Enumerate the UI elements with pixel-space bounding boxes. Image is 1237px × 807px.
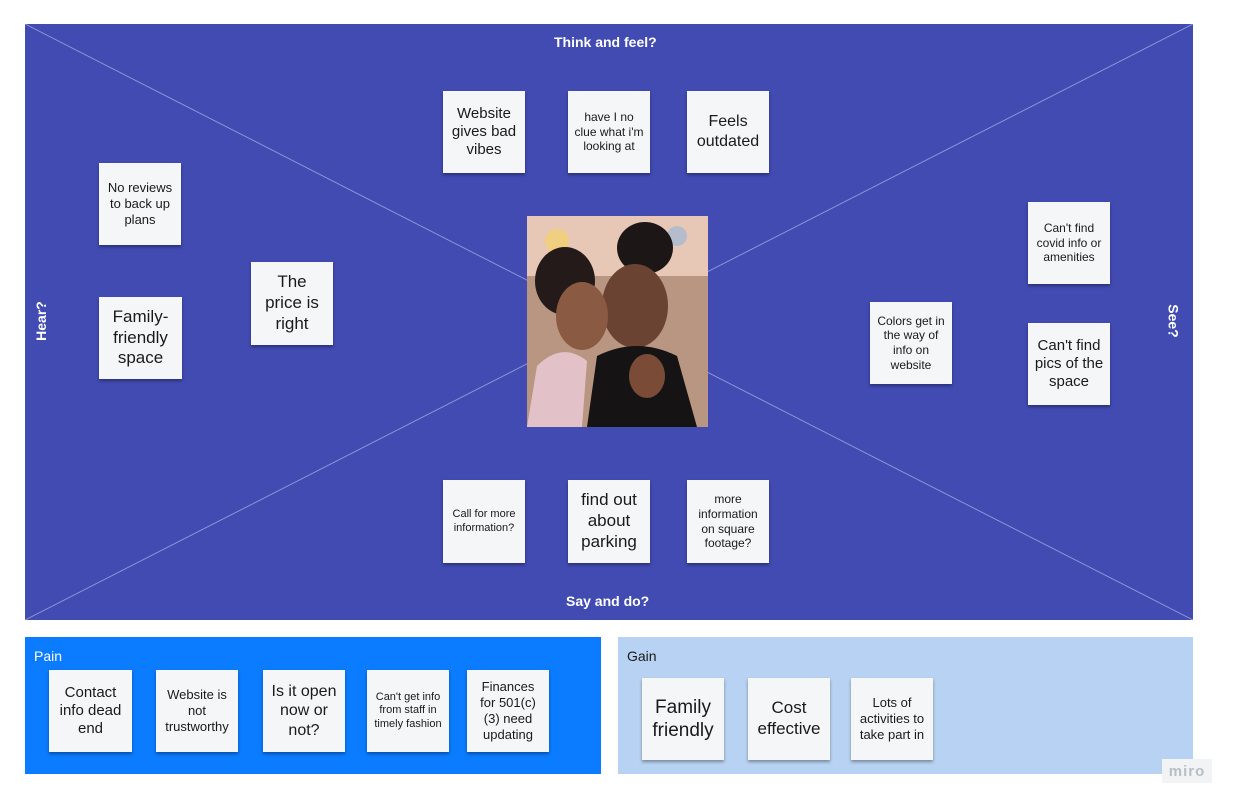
heading-see: See? (1165, 304, 1182, 338)
persona-photo-illustration (527, 216, 708, 427)
sticky-note[interactable]: Website is not trustworthy (156, 670, 238, 752)
sticky-note[interactable]: Is it open now or not? (263, 670, 345, 752)
persona-photo (527, 216, 708, 427)
sticky-note[interactable]: Can't find pics of the space (1028, 323, 1110, 405)
sticky-note[interactable]: No reviews to back up plans (99, 163, 181, 245)
sticky-note[interactable]: Family-friendly space (99, 297, 182, 379)
heading-hear: Hear? (32, 301, 49, 341)
gain-label: Gain (627, 648, 657, 664)
sticky-note[interactable]: Cost effective (748, 678, 830, 760)
heading-say-and-do: Say and do? (566, 593, 650, 609)
gain-section[interactable]: Gain Family friendly Cost effective Lots… (618, 637, 1193, 774)
empathy-map[interactable]: Think and feel? Say and do? Hear? See? W… (25, 24, 1193, 620)
sticky-note[interactable]: have I no clue what i'm looking at (568, 91, 650, 173)
sticky-note[interactable]: Family friendly (642, 678, 724, 760)
sticky-note[interactable]: Can't find covid info or amenities (1028, 202, 1110, 284)
sticky-note[interactable]: Feels outdated (687, 91, 769, 173)
heading-think-and-feel: Think and feel? (554, 34, 657, 50)
sticky-note[interactable]: Colors get in the way of info on website (870, 302, 952, 384)
sticky-note[interactable]: Can't get info from staff in timely fash… (367, 670, 449, 752)
sticky-note[interactable]: Website gives bad vibes (443, 91, 525, 173)
sticky-note[interactable]: find out about parking (568, 480, 650, 563)
sticky-note[interactable]: The price is right (251, 262, 333, 345)
sticky-note[interactable]: Lots of activities to take part in (851, 678, 933, 760)
sticky-note[interactable]: Call for more information? (443, 480, 525, 563)
miro-watermark: miro (1162, 759, 1212, 783)
sticky-note[interactable]: Finances for 501(c)(3) need updating (467, 670, 549, 752)
pain-section[interactable]: Pain Contact info dead end Website is no… (25, 637, 601, 774)
sticky-note[interactable]: Contact info dead end (49, 670, 132, 752)
sticky-note[interactable]: more information on square footage? (687, 480, 769, 563)
pain-label: Pain (34, 648, 63, 664)
